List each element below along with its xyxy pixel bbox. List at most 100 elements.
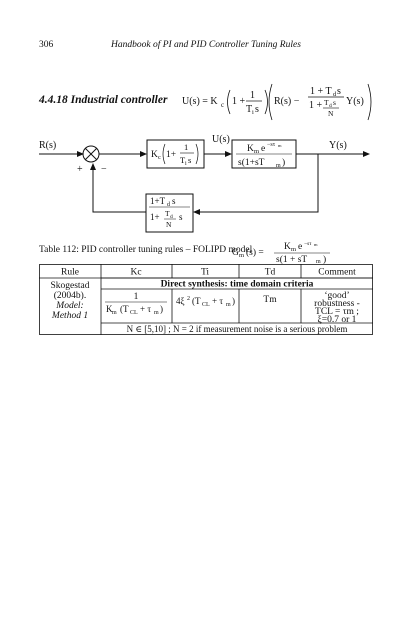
svg-text:1 +: 1 + — [309, 100, 323, 111]
svg-text:T: T — [180, 155, 186, 165]
feedback-line — [193, 154, 319, 215]
svg-text:): ) — [323, 254, 326, 264]
svg-text:CL: CL — [202, 302, 210, 308]
rule-line-1: Skogestad — [50, 281, 89, 291]
table-caption: Table 112: PID controller tuning rules –… — [39, 240, 374, 264]
td-value: Tm — [263, 295, 277, 305]
svg-text:m: m — [278, 143, 282, 148]
svg-text:d: d — [329, 103, 332, 109]
svg-text:R(s) −: R(s) − — [274, 96, 300, 107]
input-label: R(s) — [39, 140, 56, 151]
svg-text:N: N — [166, 220, 172, 229]
svg-text:m: m — [291, 246, 296, 253]
svg-text:K: K — [247, 144, 254, 154]
svg-text:m: m — [112, 310, 117, 316]
minus-sign: − — [101, 164, 107, 175]
svg-text:1+: 1+ — [150, 212, 160, 222]
comment-line-3: TCL = τm ; — [315, 307, 359, 317]
rule-line-2: (2004b). — [54, 290, 86, 301]
comment-line-2: robustness - — [314, 299, 360, 309]
svg-text:d: d — [170, 214, 173, 220]
svg-text:): ) — [160, 304, 163, 314]
plus-sign: + — [77, 164, 83, 175]
svg-text:s(1+sT: s(1+sT — [238, 157, 265, 168]
svg-text:1: 1 — [184, 142, 188, 152]
svg-text:1 + T: 1 + T — [310, 86, 332, 97]
svg-text:−sτ: −sτ — [267, 142, 276, 148]
control-label: U(s) — [212, 134, 230, 145]
svg-text:N: N — [328, 109, 334, 118]
svg-text:(T: (T — [120, 304, 129, 314]
svg-text:4ξ: 4ξ — [176, 296, 185, 306]
svg-text:G: G — [232, 248, 239, 258]
junction-cross-b — [84, 147, 98, 161]
svg-text:): ) — [282, 157, 285, 168]
comment-line-1: ‘good’ — [324, 291, 349, 301]
svg-text:1+: 1+ — [166, 150, 176, 160]
header-comment: Comment — [318, 268, 356, 278]
feedback-return-line — [90, 163, 146, 213]
header-ti: Ti — [201, 268, 209, 278]
header-kc: Kc — [130, 268, 141, 278]
svg-text:(s) =: (s) = — [246, 247, 264, 258]
svg-text:e: e — [261, 144, 265, 154]
svg-text:s: s — [179, 212, 183, 222]
svg-text:s: s — [188, 155, 191, 165]
section-label: 4.4.18 Industrial controller — [39, 94, 168, 106]
svg-text:m: m — [276, 163, 281, 169]
svg-text:T: T — [165, 209, 170, 218]
svg-text:d: d — [167, 202, 170, 208]
svg-text:m: m — [314, 242, 318, 247]
svg-text:U(s) = K: U(s) = K — [182, 96, 218, 107]
svg-text:1+T: 1+T — [150, 196, 166, 206]
svg-text:s(1 + sT: s(1 + sT — [276, 254, 307, 264]
kc-numerator: 1 — [134, 292, 139, 302]
svg-text:2: 2 — [187, 296, 190, 302]
page-number: 306 — [39, 40, 54, 50]
table-footnote: N ∈ [5,10] ; N = 2 if measurement noise … — [127, 324, 348, 334]
svg-text:m: m — [239, 252, 244, 259]
svg-text:K: K — [284, 242, 291, 252]
derivative-filter-block — [145, 193, 194, 233]
svg-text:−sτ: −sτ — [304, 241, 312, 247]
output-label: Y(s) — [329, 140, 347, 151]
svg-text:m: m — [154, 310, 159, 316]
svg-text:i: i — [185, 161, 187, 167]
svg-text:T: T — [246, 104, 252, 115]
svg-text:+ τ: + τ — [140, 304, 151, 314]
svg-text:K: K — [151, 150, 158, 160]
svg-text:1 +: 1 + — [232, 96, 246, 107]
book-title: Handbook of PI and PID Controller Tuning… — [111, 40, 301, 50]
page-header: 306 Handbook of PI and PID Controller Tu… — [39, 40, 369, 54]
table-border — [39, 264, 373, 335]
svg-text:(T: (T — [192, 296, 201, 306]
header-td: Td — [265, 268, 276, 278]
rule-line-4: Method 1 — [51, 311, 88, 321]
svg-text:Y(s): Y(s) — [346, 96, 364, 107]
svg-text:c: c — [221, 101, 224, 109]
tuning-rules-table: Rule Kc Ti Td Comment Direct synthesis: … — [39, 264, 373, 335]
svg-text:K: K — [106, 304, 113, 314]
svg-text:d: d — [333, 91, 337, 98]
rule-line-3: Model: — [55, 301, 83, 311]
svg-text:m: m — [226, 302, 231, 308]
svg-text:s: s — [337, 86, 341, 97]
svg-text:s: s — [172, 196, 176, 206]
svg-text:s: s — [255, 104, 259, 115]
svg-text:c: c — [158, 154, 161, 161]
svg-text:): ) — [232, 296, 235, 306]
svg-text:m: m — [316, 259, 321, 264]
svg-text:s: s — [333, 98, 336, 107]
svg-text:e: e — [298, 242, 302, 252]
table-caption-text: Table 112: PID controller tuning rules –… — [39, 245, 253, 255]
svg-text:CL: CL — [130, 310, 138, 316]
group-title: Direct synthesis: time domain criteria — [161, 280, 314, 290]
